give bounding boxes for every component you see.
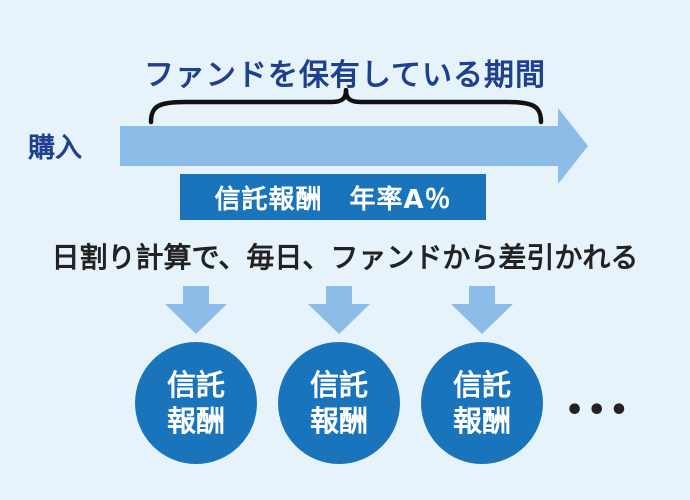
curly-brace-icon bbox=[148, 88, 544, 125]
circle-line1: 信託 bbox=[166, 368, 225, 402]
circle-line2: 報酬 bbox=[452, 404, 511, 438]
circle-line2: 報酬 bbox=[309, 404, 368, 438]
circle-line2: 報酬 bbox=[166, 404, 225, 438]
purchase-label: 購入 bbox=[28, 133, 82, 164]
daily-deduction-text: 日割り計算で、毎日、ファンドから差引かれる bbox=[51, 241, 639, 274]
timeline-arrow bbox=[120, 108, 588, 184]
trust-fee-circle: 信託 報酬 bbox=[421, 342, 543, 464]
down-arrow-icon bbox=[308, 286, 370, 334]
down-arrow-icon bbox=[165, 286, 227, 334]
circle-line1: 信託 bbox=[309, 368, 368, 402]
trust-fee-rate-box: 信託報酬 年率A％ bbox=[180, 174, 486, 220]
down-arrow-icon bbox=[451, 286, 513, 334]
ellipsis-icon: ••• bbox=[565, 393, 632, 428]
trust-fee-circle: 信託 報酬 bbox=[135, 342, 257, 464]
circle-line1: 信託 bbox=[452, 368, 511, 402]
holding-period-label: ファンドを保有している期間 bbox=[143, 58, 547, 93]
trust-fee-circle: 信託 報酬 bbox=[278, 342, 400, 464]
